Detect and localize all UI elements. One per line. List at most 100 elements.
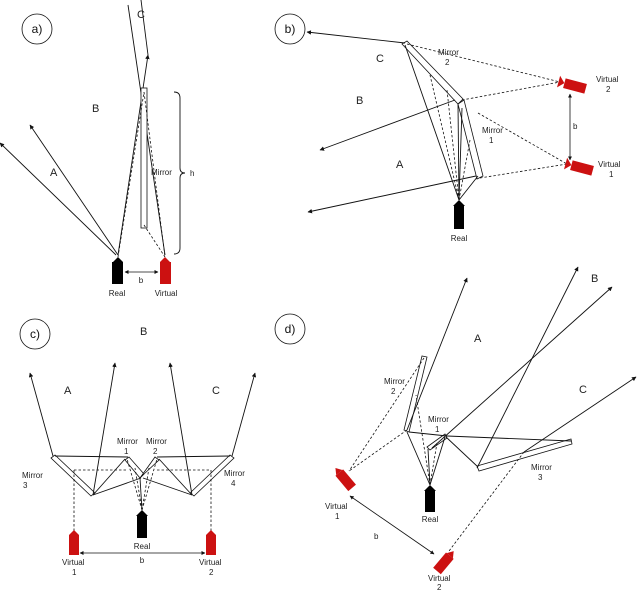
real-camera-lens xyxy=(424,485,436,491)
label-ray-b: B xyxy=(92,103,99,115)
ray-a xyxy=(307,175,477,214)
label-ray-c: C xyxy=(137,9,145,21)
panel-c-id: c) xyxy=(30,327,40,341)
label-virtual-2-line1: Virtual xyxy=(199,558,222,567)
label-mirror-3-line2: 3 xyxy=(23,481,28,490)
frame-line xyxy=(446,435,572,442)
label-mirror-1-line1: Mirror xyxy=(117,437,138,446)
real-camera xyxy=(112,262,123,284)
virtual-camera-1-lens xyxy=(69,530,79,535)
label-ray-a: A xyxy=(50,167,58,179)
virtual-camera-1 xyxy=(335,467,356,492)
ray-b xyxy=(431,286,613,449)
label-virtual-1-line2: 1 xyxy=(609,170,614,179)
virtual-camera-1 xyxy=(69,535,79,555)
label-virtual-1-line2: 1 xyxy=(72,568,77,577)
panel-c-id-circle xyxy=(19,318,51,350)
ray-c-left xyxy=(168,362,193,496)
virtual-camera-1 xyxy=(564,157,594,176)
real-camera-lens xyxy=(113,257,123,262)
panel-a-id: a) xyxy=(32,22,43,36)
camera-ray xyxy=(458,175,479,201)
label-virtual-2-line1: Virtual xyxy=(596,75,619,84)
ray-a-left xyxy=(28,372,54,457)
label-mirror-3-line1: Mirror xyxy=(22,471,43,480)
ray-c xyxy=(306,30,406,44)
label-mirror-2-line2: 2 xyxy=(153,447,158,456)
ray-a-1 xyxy=(406,277,468,431)
mirror-1 xyxy=(426,433,448,451)
virtual-camera-2 xyxy=(433,551,454,575)
real-camera xyxy=(137,516,147,538)
dotted-reflection xyxy=(415,394,431,486)
label-mirror-4-line1: Mirror xyxy=(224,469,245,478)
frame-line xyxy=(92,458,126,496)
ray-b xyxy=(29,124,119,256)
label-ray-b: B xyxy=(140,326,147,338)
label-mirror-3-line1: Mirror xyxy=(531,463,552,472)
dotted-to-virtual-1 xyxy=(348,429,408,472)
virtual-camera-2 xyxy=(557,75,587,94)
mirror-2 xyxy=(401,40,464,105)
label-h: h xyxy=(190,169,194,178)
camera-ray xyxy=(457,103,460,201)
label-ray-c: C xyxy=(579,384,587,396)
label-b: b xyxy=(573,122,578,131)
label-mirror-3-line2: 3 xyxy=(538,473,543,482)
panel-d-id-circle xyxy=(274,313,306,345)
label-virtual-1-line1: Virtual xyxy=(62,558,85,567)
virtual-camera-2-lens xyxy=(206,530,216,535)
ray-a xyxy=(0,142,117,256)
label-real: Real xyxy=(422,515,439,524)
real-camera xyxy=(425,491,435,512)
panel-d-id: d) xyxy=(285,322,296,336)
label-ray-c: C xyxy=(212,385,220,397)
label-mirror-1-line1: Mirror xyxy=(428,415,449,424)
ray-a-2 xyxy=(476,266,579,469)
dotted-to-virtual-1 xyxy=(479,163,568,179)
mirror-1 xyxy=(457,99,484,180)
label-mirror-1-line2: 1 xyxy=(124,447,129,456)
label-mirror-2-line1: Mirror xyxy=(146,437,167,446)
frame-line xyxy=(142,477,193,496)
frame-line xyxy=(92,477,142,496)
camera-ray xyxy=(406,431,431,486)
virtual-camera-lens xyxy=(160,257,170,262)
dotted-to-virtual-2 xyxy=(406,43,561,83)
dotted-reflection xyxy=(117,91,145,258)
label-mirror-2-line2: 2 xyxy=(445,58,450,67)
dotted-reflection xyxy=(143,91,166,258)
frame-line xyxy=(158,458,193,496)
panel-b-id: b) xyxy=(285,22,296,36)
frame-line xyxy=(156,455,231,458)
label-real: Real xyxy=(451,234,468,243)
label-virtual-2-line1: Virtual xyxy=(428,574,451,583)
camera-ray xyxy=(458,107,463,201)
label-b: b xyxy=(374,532,379,541)
frame-line xyxy=(445,436,479,468)
label-mirror-1-line2: 1 xyxy=(489,136,494,145)
panel-a-id-circle xyxy=(21,13,53,45)
label-ray-a: A xyxy=(396,159,404,171)
label-mirror-4-line2: 4 xyxy=(231,479,236,488)
ray-b xyxy=(319,99,456,151)
mirror-2 xyxy=(403,355,428,433)
camera-ray xyxy=(429,436,446,486)
label-virtual-1-line1: Virtual xyxy=(325,502,348,511)
camera-ray xyxy=(427,448,431,486)
label-real: Real xyxy=(109,289,126,298)
real-camera xyxy=(454,206,464,229)
